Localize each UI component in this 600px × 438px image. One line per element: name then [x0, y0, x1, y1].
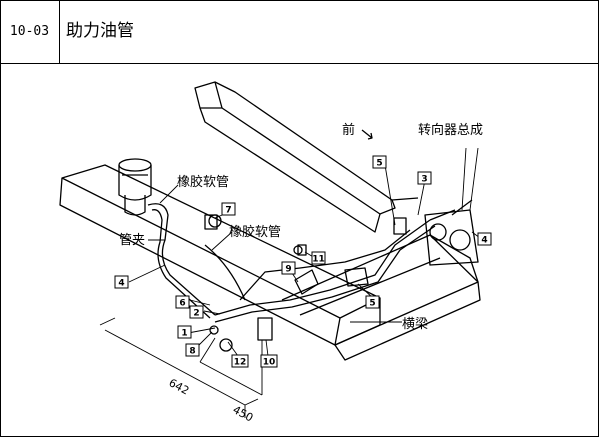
section-title: 助力油管 [66, 21, 134, 41]
brackets [204, 214, 407, 341]
leader-lines [128, 147, 481, 357]
callout-3: 3 [421, 175, 427, 185]
label-rubber-hose-2: 橡胶软管 [229, 224, 281, 240]
callout-5-top: 5 [376, 159, 382, 169]
dimension-lines [99, 317, 263, 418]
callout-4-right: 4 [481, 236, 487, 246]
front-arrow-icon [361, 129, 373, 140]
callout-2: 2 [193, 309, 199, 319]
callout-9: 9 [285, 265, 291, 275]
callout-10: 10 [263, 358, 276, 368]
frame-rail [194, 81, 419, 233]
dimension-642: 642 [167, 376, 192, 397]
callout-4-left: 4 [118, 279, 124, 289]
label-pipe-clamp: 管夹 [119, 233, 145, 248]
label-front: 前 [342, 122, 355, 138]
crossbeam [281, 234, 481, 361]
label-steering-gear: 转向器总成 [418, 122, 483, 138]
callout-6: 6 [179, 299, 185, 309]
label-crossbeam: 横梁 [402, 317, 428, 332]
callout-5-bottom: 5 [369, 299, 375, 309]
front-beam [59, 164, 381, 346]
section-code: 10-03 [0, 0, 60, 63]
reservoir [118, 158, 152, 216]
hose-lines [147, 203, 456, 323]
callout-12: 12 [234, 358, 247, 368]
callout-1: 1 [181, 329, 187, 339]
fittings [208, 214, 303, 352]
label-rubber-hose-1: 橡胶软管 [177, 174, 229, 190]
header-row: 10-03 助力油管 [0, 0, 599, 64]
callout-7: 7 [225, 206, 231, 216]
dimension-450: 450 [231, 403, 256, 424]
callout-11: 11 [312, 255, 325, 265]
callout-8: 8 [189, 347, 195, 357]
